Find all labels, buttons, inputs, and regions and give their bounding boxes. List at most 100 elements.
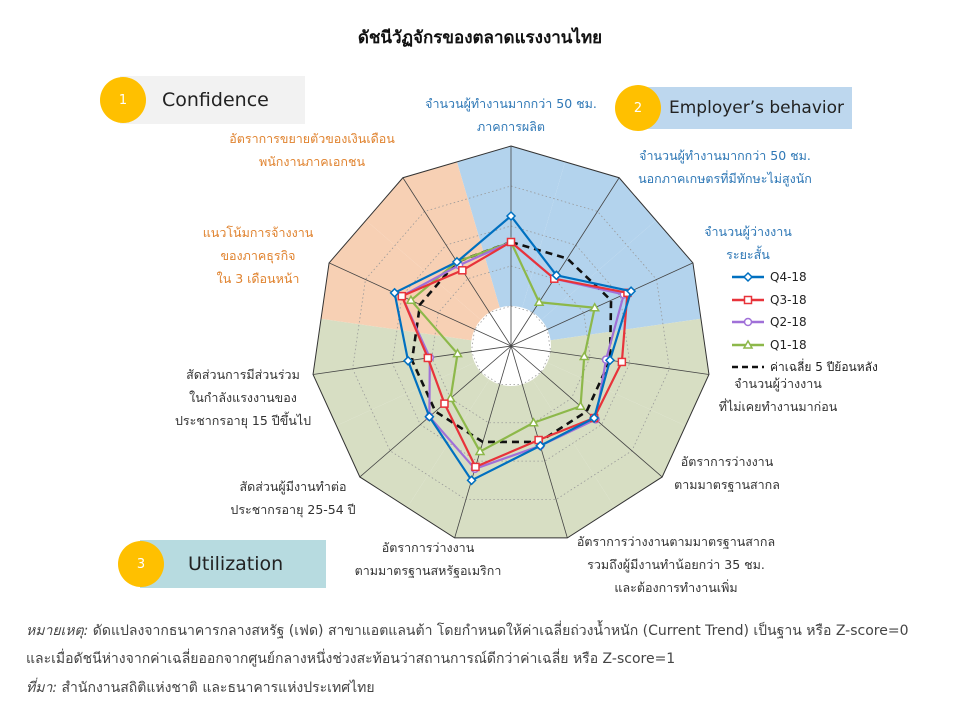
axis-spoke <box>510 262 694 347</box>
axis-label: อัตราการว่างงานตามมาตรฐานสากล <box>674 454 780 492</box>
axis-label-line: ของภาคธุรกิจ <box>220 248 295 264</box>
legend-label: Q3-18 <box>770 292 807 307</box>
point-Q1-18 <box>575 400 586 410</box>
note-line-2: และเมื่อดัชนีห่างจากค่าเฉลี่ยออกจากศูนย์… <box>26 648 956 670</box>
point-Q1-18 <box>533 296 545 307</box>
axis-label-line: อัตราการว่างงานตามมาตรฐานสากล <box>577 534 775 549</box>
badge-bar <box>140 540 326 588</box>
axis-label: สัดส่วนการมีส่วนร่วมในกำลังแรงงานของประช… <box>175 367 311 429</box>
axis-label-line: ตามมาตรฐานสากล <box>674 477 780 492</box>
legend-label: Q1-18 <box>770 337 807 352</box>
axis-label-line: นอกภาคเกษตรที่มีทักษะไม่สูงนัก <box>638 170 812 187</box>
point-Q4-18 <box>424 411 435 422</box>
legend-label: Q2-18 <box>770 315 807 330</box>
note-line-1: หมายเหตุ: ดัดแปลงจากธนาคารกลางสหรัฐ (เฟด… <box>26 620 956 642</box>
axis-label: จำนวนผู้ทำงานมากกว่า 50 ชม. นอกภาคเกษตรที… <box>638 148 812 187</box>
grid-ring <box>352 185 670 500</box>
source-text: สำนักงานสถิติแห่งชาติ และธนาคารแห่งประเท… <box>57 680 375 696</box>
badge-utilization: 3 Utilization <box>118 540 326 588</box>
axis-label-line: อัตราการขยายตัวของเงินเดือน <box>229 131 395 146</box>
point-Q3-18 <box>423 353 433 363</box>
sector-utilization <box>511 346 686 508</box>
legend-item: Q2-18 <box>732 311 878 334</box>
legend-label: ค่าเฉลี่ย 5 ปีย้อนหลัง <box>770 359 878 374</box>
axis-label: อัตราการว่างงานตามมาตรฐานสหรัฐอเมริกา <box>355 540 502 578</box>
badge-label: Confidence <box>162 89 269 111</box>
point-Q4-18 <box>535 440 546 451</box>
point-Q3-18 <box>397 291 407 301</box>
axis-label-line: ประชากรอายุ 25-54 ปี <box>230 502 355 518</box>
axis-label: จำนวนผู้ว่างงานที่ไม่เคยทำงานมาก่อน <box>719 376 838 414</box>
legend-swatch <box>732 366 764 369</box>
axis-label-line: แนวโน้มการจ้างงาน <box>203 225 314 240</box>
badge-number: 2 <box>615 85 661 131</box>
badge-label: Utilization <box>188 553 284 575</box>
legend-label: Q4-18 <box>770 270 807 285</box>
axis-label-line: ใน 3 เดือนหน้า <box>217 271 300 286</box>
axis-label: อัตราการขยายตัวของเงินเดือนพนักงานภาคเอก… <box>229 131 395 169</box>
point-Q4-18 <box>505 210 517 222</box>
sector-utilization <box>511 318 709 426</box>
sector-utilization <box>407 346 511 538</box>
axis-label-line: ภาคการผลิต <box>477 119 545 134</box>
sector-behavior <box>511 161 657 346</box>
legend-item: Q3-18 <box>732 289 878 312</box>
grid-ring <box>431 265 591 424</box>
note-label: หมายเหตุ: <box>26 623 89 639</box>
legend-item: Q1-18 <box>732 334 878 357</box>
point-Q4-18 <box>604 355 616 366</box>
series-line-Q4-18 <box>393 214 633 482</box>
badge-confidence: 1 Confidence <box>100 76 305 124</box>
point-Q1-18 <box>452 348 463 358</box>
point-Q3-18 <box>471 462 480 472</box>
series-line-Q3-18 <box>400 240 629 468</box>
badge-employer-behavior: 2 Employer’s behavior <box>615 84 852 132</box>
note-text-2: และเมื่อดัชนีห่างจากค่าเฉลี่ยออกจากศูนย์… <box>26 651 676 667</box>
axis-label: แนวโน้มการจ้างงานของภาคธุรกิจใน 3 เดือนห… <box>203 225 314 286</box>
legend-swatch <box>732 318 764 327</box>
axis-spoke <box>510 177 620 347</box>
point-Q1-18 <box>405 294 417 305</box>
series-line-Q1-18 <box>409 240 596 453</box>
legend-swatch <box>732 339 764 349</box>
axis-label-line: ระยะสั้น <box>726 245 770 262</box>
axis-label-line: ตามมาตรฐานสหรัฐอเมริกา <box>355 563 502 578</box>
axis-label: อัตราการว่างงานตามมาตรฐานสากลรวมถึงผู้มี… <box>577 534 775 595</box>
axis-label-line: อัตราการว่างงาน <box>681 454 774 469</box>
point-Q4-18 <box>451 256 462 267</box>
point-Q3-18 <box>458 266 467 275</box>
axis-label-line: รวมถึงผู้มีงานทำน้อยกว่า 35 ชม. <box>587 557 765 573</box>
point-Q1-18 <box>578 351 590 361</box>
axis-label-line: ในกำลังแรงงานของ <box>189 390 297 405</box>
badge-label: Employer’s behavior <box>669 98 845 118</box>
point-Q4-18 <box>466 475 477 486</box>
legend-item: Q4-18 <box>732 266 878 289</box>
axis-label-line: อัตราการว่างงาน <box>382 540 475 555</box>
badge-number: 1 <box>100 77 146 123</box>
point-Q4-18 <box>551 270 562 281</box>
point-Q1-18 <box>474 446 486 456</box>
axis-label-line: จำนวนผู้ทำงานมากกว่า 50 ชม. <box>639 148 811 164</box>
badge-number: 3 <box>118 541 164 587</box>
axis-label: จำนวนผู้ทำงานมากกว่า 50 ชม.ภาคการผลิต <box>425 96 597 134</box>
chart-title: ดัชนีวัฏจักรของตลาดแรงงานไทย <box>357 28 603 48</box>
point-Q4-18 <box>626 286 637 297</box>
legend-swatch <box>732 295 764 304</box>
badge-bar <box>637 87 852 129</box>
point-Q3-18 <box>506 237 516 247</box>
point-Q4-18 <box>389 287 400 298</box>
axis-spoke <box>510 345 663 478</box>
point-Q4-18 <box>402 355 414 366</box>
point-Q3-18 <box>617 357 627 367</box>
badge-bar <box>120 76 305 124</box>
grid-ring <box>470 305 552 385</box>
legend-swatch <box>732 272 764 283</box>
sector-behavior <box>511 220 701 346</box>
source-label: ที่มา: <box>26 680 58 696</box>
axis-label-line: และต้องการทำงานเพิ่ม <box>614 579 737 595</box>
axis-label-line: พนักงานภาคเอกชน <box>259 154 365 169</box>
sector-utilization <box>511 346 615 538</box>
point-Q1-18 <box>528 417 539 427</box>
axis-label: จำนวนผู้ว่างงานระยะสั้น <box>704 224 792 262</box>
